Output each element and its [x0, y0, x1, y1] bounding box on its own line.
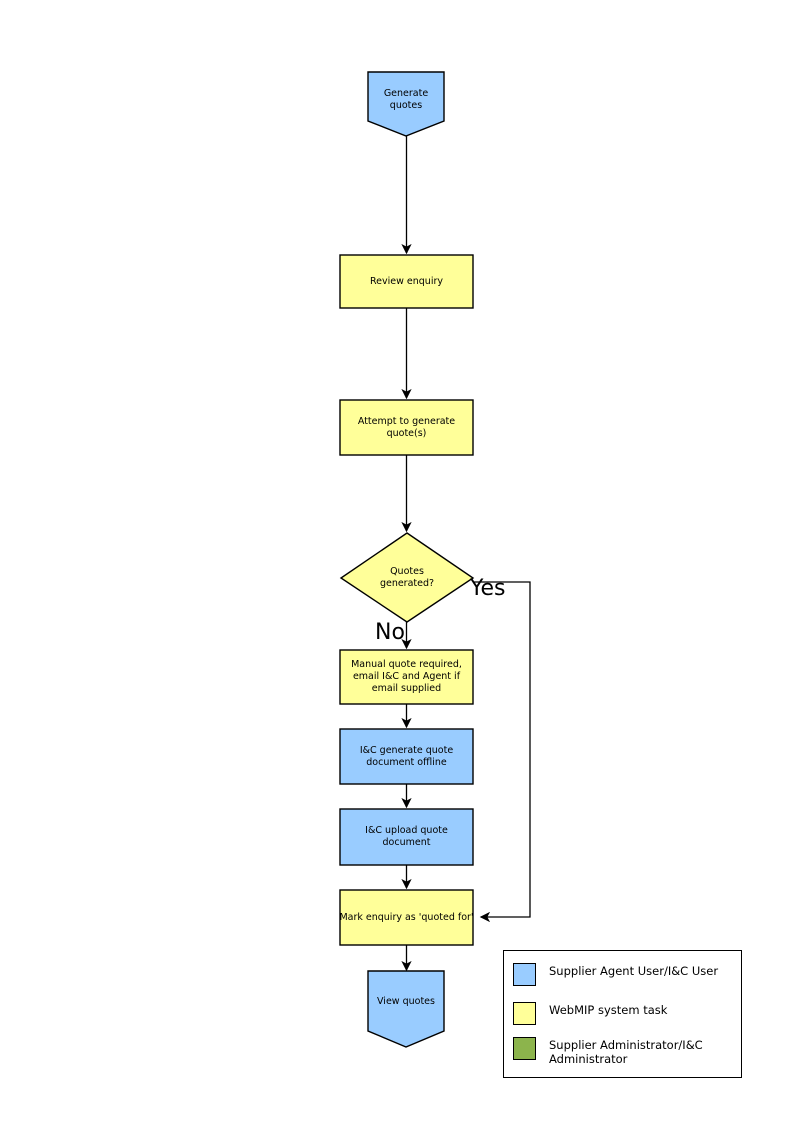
- node-mark-quoted-for[interactable]: [339, 889, 474, 946]
- node-generate-quotes[interactable]: [367, 71, 445, 137]
- legend-item-supplier-agent: Supplier Agent User/I&C User: [513, 963, 733, 986]
- legend-item-system-task: WebMIP system task: [513, 1002, 733, 1025]
- legend-label-system-task: WebMIP system task: [549, 1003, 668, 1017]
- legend-item-supplier-administrator: Supplier Administrator/I&C Administrator: [513, 1037, 733, 1066]
- node-quotes-generated[interactable]: [339, 532, 475, 623]
- legend-swatch-admin-task: [513, 1037, 536, 1060]
- node-review-enquiry[interactable]: [339, 254, 474, 309]
- node-ic-upload[interactable]: [339, 808, 474, 866]
- edge-label-yes: Yes: [470, 576, 506, 601]
- legend-label-admin-task: Supplier Administrator/I&C Administrator: [549, 1038, 703, 1066]
- node-view-quotes[interactable]: [367, 970, 445, 1048]
- edge-label-no: No: [375, 620, 405, 645]
- edge-decision-yes-to-mark: [473, 581, 531, 923]
- node-attempt-generate[interactable]: [339, 399, 474, 456]
- node-manual-quote[interactable]: [339, 649, 474, 705]
- legend-label-user-task: Supplier Agent User/I&C User: [549, 964, 719, 978]
- legend-swatch-user-task: [513, 963, 536, 986]
- node-ic-generate-offline[interactable]: [339, 728, 474, 785]
- legend: [503, 950, 742, 1078]
- legend-swatch-system-task: [513, 1002, 536, 1025]
